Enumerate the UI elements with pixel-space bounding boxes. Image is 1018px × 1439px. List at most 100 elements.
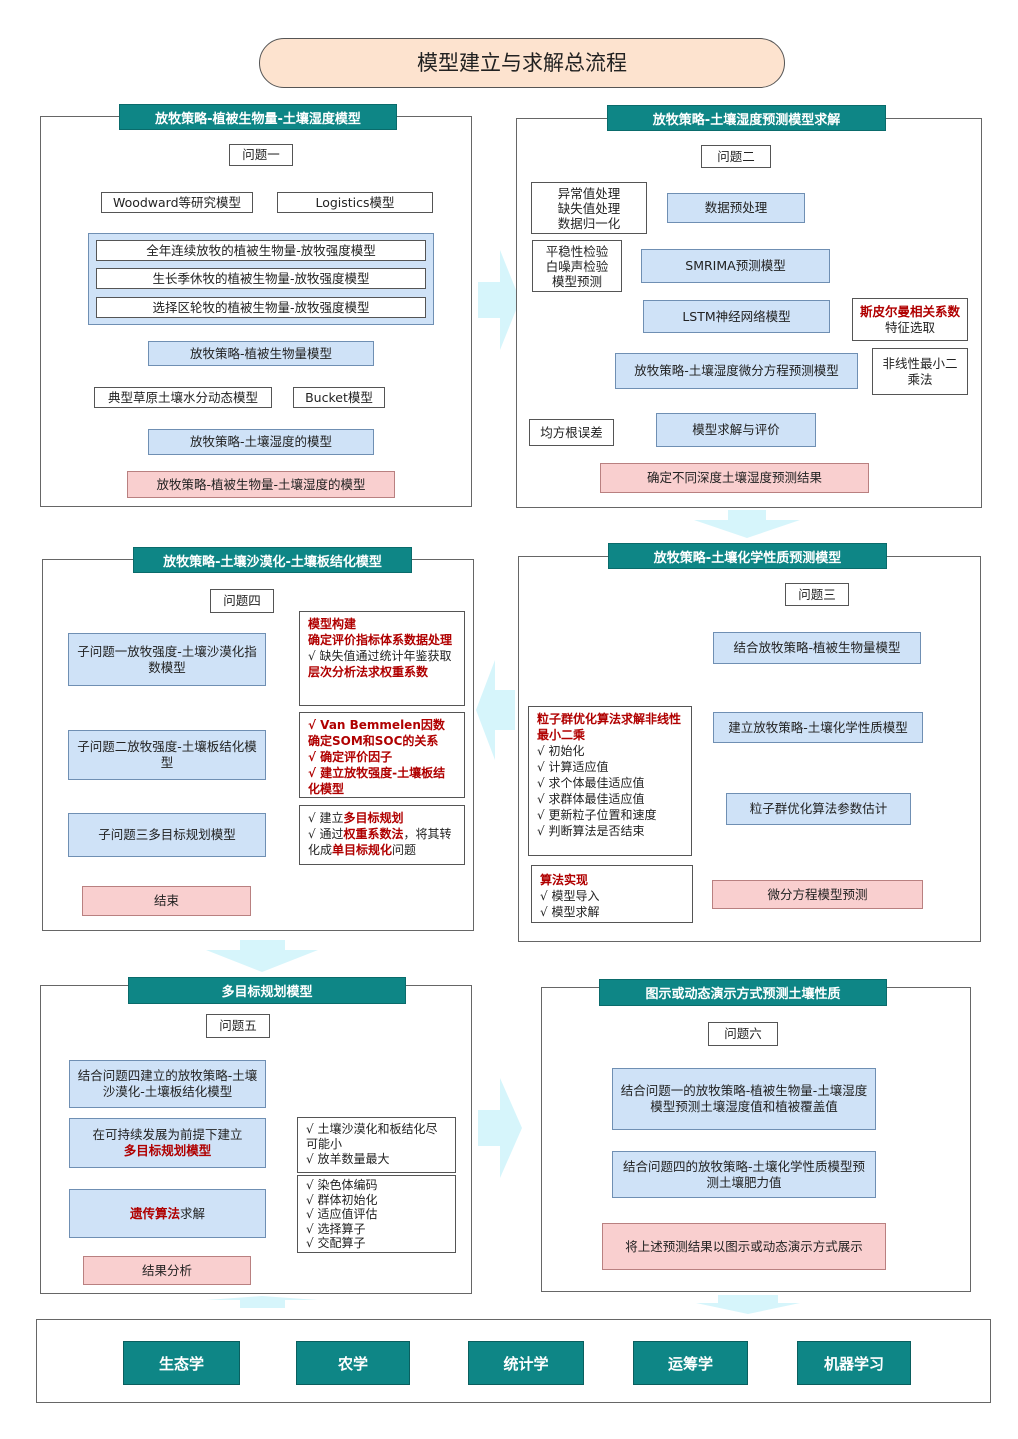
- subproblem-2-notes: √ Van Bemmelen因数确定SOM和SOC的关系 √ 确定评价因子 √ …: [299, 712, 465, 798]
- panel-3-header: 放牧策略-土壤化学性质预测模型: [608, 543, 887, 569]
- combine-problem-4-chemistry: 结合问题四的放牧策略-土壤化学性质模型预测土壤肥力值: [612, 1151, 876, 1198]
- problem-1-label: 问题一: [229, 144, 293, 166]
- note-white-noise: 白噪声检验: [545, 258, 609, 274]
- spearman-note: 斯皮尔曼相关系数特征选取: [852, 298, 968, 341]
- solve-label: 求解: [180, 1205, 206, 1221]
- pso-title: 粒子群优化算法求解非线性最小二乘: [537, 712, 682, 742]
- discipline-agronomy: 农学: [296, 1341, 410, 1385]
- note-stationarity: 平稳性检验: [545, 243, 609, 259]
- subproblem-3-model: 子问题三多目标规划模型: [68, 813, 266, 857]
- genetic-algorithm-label: 遗传算法: [129, 1205, 180, 1221]
- subproblem-1-model: 子问题一放牧强度-土壤沙漠化指数模型: [68, 633, 266, 686]
- pso-notes: 粒子群优化算法求解非线性最小二乘 √ 初始化 √ 计算适应值 √ 求个体最佳适应…: [528, 706, 692, 856]
- ga-selection: √ 选择算子: [306, 1221, 366, 1236]
- objective-notes: √ 土壤沙漠化和板结化尽可能小 √ 放羊数量最大: [297, 1117, 456, 1173]
- page-title: 模型建立与求解总流程: [259, 38, 785, 88]
- problem-5-label: 问题五: [206, 1014, 270, 1038]
- objective-maximize-sheep: √ 放羊数量最大: [306, 1152, 390, 1166]
- note-evaluation-factor: √ 确定评价因子: [308, 750, 393, 764]
- ga-population-init: √ 群体初始化: [306, 1192, 378, 1207]
- lstm-model: LSTM神经网络模型: [643, 300, 830, 333]
- genetic-algorithm-solve: 遗传算法求解: [69, 1189, 266, 1238]
- panel-1-header: 放牧策略-植被生物量-土壤湿度模型: [119, 104, 397, 130]
- panel-6-header: 图示或动态演示方式预测土壤性质: [599, 979, 887, 1006]
- note-missing-values: √ 缺失值通过统计年鉴获取: [308, 649, 452, 663]
- note-multi-objective: √ 建立多目标规划: [308, 811, 404, 825]
- problem-4-label: 问题四: [210, 589, 274, 613]
- multi-objective-label: 多目标规划模型: [123, 1143, 212, 1158]
- pso-step-update: √ 更新粒子位置和速度: [537, 808, 657, 822]
- pso-step-init: √ 初始化: [537, 744, 585, 758]
- feature-selection-label: 特征选取: [884, 319, 935, 335]
- panel-4-end: 结束: [82, 886, 251, 916]
- impl-title: 算法实现: [540, 873, 589, 887]
- algorithm-implementation-notes: 算法实现 √ 模型导入 √ 模型求解: [531, 865, 693, 923]
- logistics-model: Logistics模型: [277, 192, 433, 213]
- pso-step-fitness: √ 计算适应值: [537, 760, 609, 774]
- discipline-statistics: 统计学: [468, 1341, 584, 1385]
- pso-step-gbest: √ 求群体最佳适应值: [537, 792, 645, 806]
- seasonal-rest-grazing-model: 生长季休牧的植被生物量-放牧强度模型: [96, 268, 426, 289]
- note-outlier: 异常值处理: [557, 185, 621, 201]
- model-evaluation: 模型求解与评价: [656, 413, 816, 447]
- differential-equation-model: 放牧策略-土壤湿度微分方程预测模型: [615, 353, 858, 389]
- combine-problem-1-model: 结合问题一的放牧策略-植被生物量-土壤湿度模型预测土壤湿度值和植被覆盖值: [612, 1068, 876, 1130]
- impl-import: √ 模型导入: [540, 889, 600, 903]
- soil-chemistry-model: 建立放牧策略-土壤化学性质模型: [713, 712, 923, 743]
- spearman-label: 斯皮尔曼相关系数: [859, 303, 960, 319]
- note-compaction-model: √ 建立放牧强度-土壤板结化模型: [308, 766, 446, 796]
- problem-6-label: 问题六: [708, 1022, 778, 1046]
- combine-biomass-model: 结合放牧策略-植被生物量模型: [713, 632, 921, 664]
- display-prediction-results: 将上述预测结果以图示或动态演示方式展示: [602, 1223, 886, 1270]
- smrima-model: SMRIMA预测模型: [641, 249, 830, 283]
- data-preprocessing: 数据预处理: [667, 193, 805, 223]
- ga-chromosome-encoding: √ 染色体编码: [306, 1178, 378, 1192]
- note-weight-method: √ 通过权重系数法，将其转化成单目标规化问题: [308, 827, 452, 857]
- smrima-note: 平稳性检验 白噪声检验 模型预测: [532, 240, 622, 292]
- sustainable-premise: 在可持续发展为前提下建立: [92, 1127, 243, 1142]
- note-prediction: 模型预测: [551, 273, 602, 289]
- problem-3-label: 问题三: [785, 583, 849, 606]
- impl-solve: √ 模型求解: [540, 905, 600, 919]
- soil-water-dynamic-model: 典型草原土壤水分动态模型: [94, 387, 272, 408]
- panel-2-header: 放牧策略-土壤湿度预测模型求解: [607, 105, 886, 131]
- panel-1-result: 放牧策略-植被生物量-土壤湿度的模型: [127, 471, 395, 498]
- note-van-bemmelen: √ Van Bemmelen因数确定SOM和SOC的关系: [308, 718, 445, 748]
- multi-objective-model: 在可持续发展为前提下建立 多目标规划模型: [69, 1118, 266, 1168]
- differential-model-prediction: 微分方程模型预测: [712, 880, 923, 909]
- continuous-grazing-model: 全年连续放牧的植被生物量-放牧强度模型: [96, 240, 426, 261]
- note-ahp-weights: 层次分析法求权重系数: [308, 665, 429, 679]
- subproblem-1-notes: 模型构建 确定评价指标体系数据处理 √ 缺失值通过统计年鉴获取 层次分析法求权重…: [299, 611, 465, 706]
- nonlinear-least-squares: 非线性最小二乘法: [872, 348, 968, 395]
- note-missing: 缺失值处理: [557, 200, 621, 216]
- discipline-ecology: 生态学: [123, 1341, 240, 1385]
- discipline-operations-research: 运筹学: [633, 1341, 748, 1385]
- subproblem-3-notes: √ 建立多目标规划 √ 通过权重系数法，将其转化成单目标规化问题: [299, 805, 465, 865]
- result-analysis: 结果分析: [83, 1256, 251, 1285]
- ga-fitness-eval: √ 适应值评估: [306, 1207, 378, 1221]
- ga-crossover: √ 交配算子: [306, 1236, 366, 1250]
- note-normalize: 数据归一化: [557, 215, 621, 231]
- genetic-steps-notes: √ 染色体编码 √ 群体初始化 √ 适应值评估 √ 选择算子 √ 交配算子: [297, 1175, 456, 1253]
- pso-step-pbest: √ 求个体最佳适应值: [537, 776, 645, 790]
- rotational-grazing-model: 选择区轮牧的植被生物量-放牧强度模型: [96, 297, 426, 318]
- note-model-building: 模型构建: [308, 617, 357, 631]
- pso-step-stop: √ 判断算法是否结束: [537, 824, 645, 838]
- bucket-model: Bucket模型: [293, 387, 385, 408]
- subproblem-2-model: 子问题二放牧强度-土壤板结化模型: [68, 730, 266, 780]
- discipline-machine-learning: 机器学习: [797, 1341, 911, 1385]
- woodward-model: Woodward等研究模型: [101, 192, 253, 213]
- rmse-label: 均方根误差: [529, 419, 614, 446]
- grazing-soil-moisture-model: 放牧策略-土壤湿度的模型: [148, 429, 374, 455]
- grazing-biomass-model: 放牧策略-植被生物量模型: [148, 341, 374, 366]
- panel-5-header: 多目标规划模型: [128, 977, 406, 1004]
- preprocess-note: 异常值处理 缺失值处理 数据归一化: [531, 182, 647, 234]
- combine-problem-4-model: 结合问题四建立的放牧策略-土壤沙漠化-土壤板结化模型: [69, 1060, 266, 1108]
- transition-arrows: [206, 250, 800, 1314]
- pso-parameter-estimation: 粒子群优化算法参数估计: [726, 793, 911, 825]
- panel-4-header: 放牧策略-土壤沙漠化-土壤板结化模型: [133, 547, 412, 573]
- objective-minimize-degradation: √ 土壤沙漠化和板结化尽可能小: [306, 1122, 438, 1151]
- panel-2-result: 确定不同深度土壤湿度预测结果: [600, 463, 869, 493]
- note-index-system: 确定评价指标体系数据处理: [308, 633, 453, 647]
- problem-2-label: 问题二: [701, 145, 771, 168]
